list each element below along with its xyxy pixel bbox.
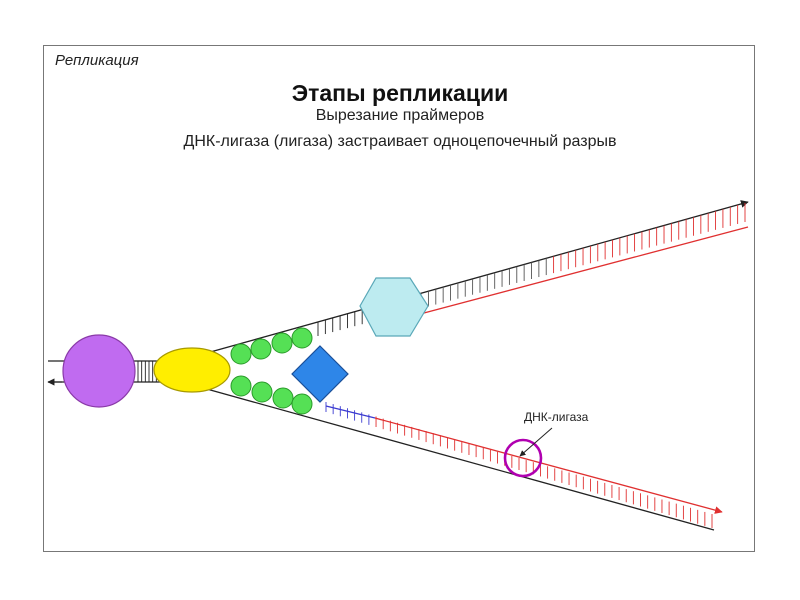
upper-template-strand <box>196 202 748 356</box>
ssb-protein-icon <box>292 394 312 414</box>
primase-icon <box>292 346 348 402</box>
topoisomerase-icon <box>154 348 230 392</box>
polymerase-icon <box>360 278 428 336</box>
ssb-protein-icon <box>273 388 293 408</box>
ssb-protein-icon <box>272 333 292 353</box>
lower-template-strand <box>196 386 714 530</box>
ligase-pointer-arrow <box>520 428 552 456</box>
ssb-protein-icon <box>231 376 251 396</box>
helicase-icon <box>63 335 135 407</box>
ssb-protein-icon <box>231 344 251 364</box>
ssb-proteins-upper <box>231 328 312 364</box>
ssb-protein-icon <box>251 339 271 359</box>
ssb-protein-icon <box>292 328 312 348</box>
upper-new-strand <box>390 227 748 322</box>
ssb-protein-icon <box>252 382 272 402</box>
lower-new-strand-red <box>375 418 722 512</box>
